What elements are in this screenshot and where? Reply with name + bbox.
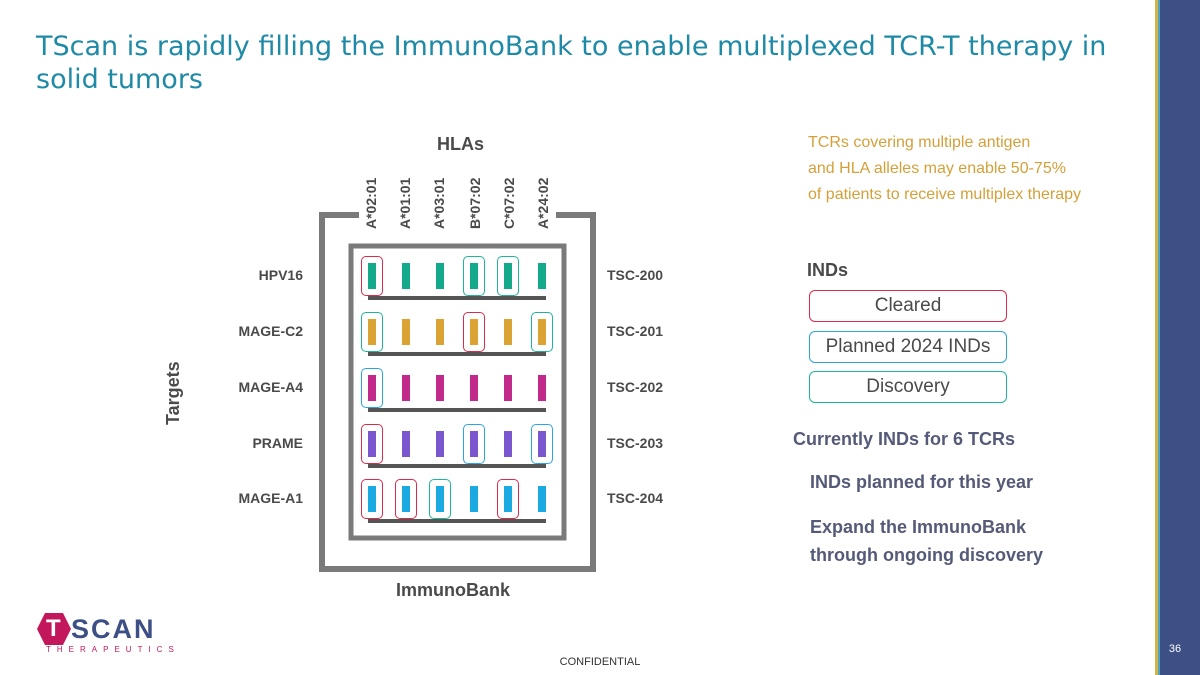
tcr-cell	[538, 431, 546, 457]
target-label: MAGE-A1	[238, 490, 303, 506]
legend-cleared: Cleared	[809, 290, 1007, 322]
tcr-cell	[538, 263, 546, 289]
status-box-planned	[531, 424, 553, 464]
tcr-cell	[538, 486, 546, 512]
page-number: 36	[1168, 643, 1182, 655]
status-box-planned	[463, 424, 485, 464]
shelf-line	[368, 464, 546, 468]
tcr-cell	[504, 375, 512, 401]
status-box-discovery	[361, 312, 383, 352]
tcr-cell	[436, 319, 444, 345]
status-box-cleared	[497, 479, 519, 519]
tcr-cell	[470, 263, 478, 289]
status-box-discovery	[531, 312, 553, 352]
tcr-cell	[504, 431, 512, 457]
tcr-cell	[470, 319, 478, 345]
targets-title: Targets	[163, 361, 183, 425]
immunobank-inner-frame	[348, 243, 567, 541]
immunobank-outer-frame	[319, 212, 596, 572]
tcr-cell	[402, 375, 410, 401]
logo-subtitle: THERAPEUTICS	[46, 645, 180, 654]
legend-discovery: Discovery	[809, 371, 1007, 403]
status-planned-text: INDs planned for this year	[810, 472, 1034, 492]
tcr-cell	[436, 486, 444, 512]
shelf-line	[368, 352, 546, 356]
tcr-cell	[368, 319, 376, 345]
status-box-discovery	[429, 479, 451, 519]
tcr-cell	[436, 375, 444, 401]
tcr-cell	[470, 431, 478, 457]
tcr-cell	[504, 486, 512, 512]
tsc-label: TSC-203	[607, 435, 664, 451]
gold-accent	[1155, 0, 1158, 675]
status-discovery-line: through ongoing discovery	[810, 545, 1043, 565]
tcr-cell	[402, 319, 410, 345]
status-box-planned	[361, 368, 383, 408]
coverage-note: TCRs covering multiple antigen and HLA a…	[808, 130, 1148, 208]
status-box-discovery	[497, 256, 519, 296]
tcr-cell	[402, 486, 410, 512]
inds-title: INDs	[807, 260, 849, 280]
shelf-line	[368, 296, 546, 300]
shelf-line	[368, 519, 546, 523]
coverage-note-line: of patients to receive multiplex therapy	[808, 186, 1082, 203]
status-box-cleared	[361, 256, 383, 296]
side-stripe	[1155, 0, 1200, 675]
tcr-cell	[368, 375, 376, 401]
tcr-cell	[470, 486, 478, 512]
tcr-cell	[504, 319, 512, 345]
tscan-logo: T SCAN THERAPEUTICS	[36, 612, 174, 657]
hexagon-logo-icon	[37, 613, 71, 645]
tcr-cell	[402, 431, 410, 457]
tcr-cell	[504, 263, 512, 289]
tcr-cell	[538, 319, 546, 345]
status-discovery-line: Expand the ImmunoBank	[810, 517, 1027, 537]
tcr-cell	[470, 375, 478, 401]
tcr-cell	[368, 431, 376, 457]
hlas-title: HLAs	[437, 134, 485, 154]
tsc-label: TSC-202	[607, 379, 664, 395]
tcr-cell	[368, 263, 376, 289]
teal-accent	[1158, 0, 1160, 675]
tcr-cell	[402, 263, 410, 289]
tcr-cell	[538, 375, 546, 401]
confidential-label: CONFIDENTIAL	[559, 656, 641, 668]
target-label: HPV16	[258, 267, 303, 283]
tcr-cell	[368, 486, 376, 512]
tcr-cell	[436, 263, 444, 289]
status-box-cleared	[361, 424, 383, 464]
tsc-label: TSC-200	[607, 267, 664, 283]
page-title: TScan is rapidly filling the ImmunoBank …	[36, 31, 1107, 95]
shelf-line	[368, 408, 546, 412]
target-label: MAGE-C2	[238, 323, 303, 339]
status-box-cleared	[361, 479, 383, 519]
tcr-cell	[436, 431, 444, 457]
immunobank-label: ImmunoBank	[396, 580, 511, 600]
tsc-label: TSC-201	[607, 323, 664, 339]
status-box-discovery	[463, 256, 485, 296]
logo-word: SCAN	[71, 614, 156, 644]
status-cleared-text: Currently INDs for 6 TCRs	[793, 429, 1016, 449]
tsc-label: TSC-204	[607, 490, 664, 506]
status-box-cleared	[395, 479, 417, 519]
coverage-note-line: and HLA alleles may enable 50-75%	[808, 160, 1066, 177]
status-discovery-text: Expand the ImmunoBank through ongoing di…	[810, 513, 1043, 569]
status-box-cleared	[463, 312, 485, 352]
logo-letter: T	[46, 615, 61, 642]
target-label: PRAME	[252, 435, 303, 451]
legend-planned: Planned 2024 INDs	[809, 331, 1007, 363]
target-label: MAGE-A4	[238, 379, 303, 395]
coverage-note-line: TCRs covering multiple antigen	[808, 134, 1031, 151]
